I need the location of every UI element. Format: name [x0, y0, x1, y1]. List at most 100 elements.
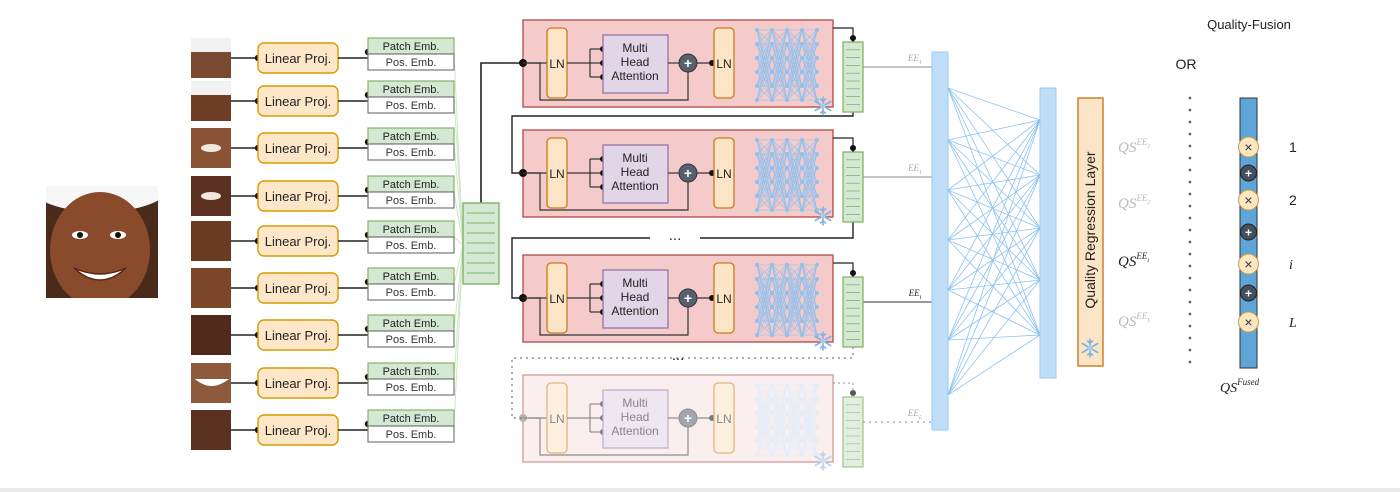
- block-link-line: [511, 341, 854, 419]
- pos-emb-label: Pos. Emb.: [386, 334, 437, 346]
- net-node: [755, 277, 759, 281]
- net-edge: [771, 29, 788, 73]
- net-edge: [756, 139, 773, 169]
- net-edge: [801, 292, 818, 336]
- separator-dot: [1188, 264, 1192, 268]
- net-edge: [801, 139, 818, 155]
- net-node: [785, 319, 789, 323]
- net-node: [800, 333, 804, 337]
- net-node: [785, 152, 789, 156]
- patch-emb-label: Patch Emb.: [383, 84, 440, 96]
- qs-base: QS: [1118, 196, 1137, 212]
- net-edge: [756, 264, 773, 336]
- attention-label: Multi: [622, 41, 647, 55]
- pos-emb-label: Pos. Emb.: [386, 100, 437, 112]
- exit-label-sub: 1: [919, 170, 922, 176]
- net-node: [755, 70, 759, 74]
- qs-sub: 1: [1147, 144, 1150, 150]
- fan-line: [453, 244, 464, 332]
- net-edge: [786, 384, 803, 414]
- net-node: [785, 411, 789, 415]
- linear-proj-label: Linear Proj.: [265, 423, 331, 438]
- net-node: [800, 138, 804, 142]
- net-edge: [771, 278, 788, 336]
- net-node: [815, 194, 819, 198]
- left-pupil: [77, 232, 83, 238]
- net-node: [770, 425, 774, 429]
- net-edge: [801, 29, 818, 59]
- net-edge: [771, 139, 788, 197]
- add-symbol: +: [1245, 287, 1252, 301]
- linear-proj-label: Linear Proj.: [265, 328, 331, 343]
- fc-edge: [947, 289, 1041, 336]
- net-node: [785, 84, 789, 88]
- pos-emb-label: Pos. Emb.: [386, 147, 437, 159]
- net-node: [815, 453, 819, 457]
- fc-edge: [947, 239, 1041, 336]
- net-node: [770, 166, 774, 170]
- net-node: [755, 56, 759, 60]
- net-edge: [801, 320, 818, 336]
- net-node: [755, 305, 759, 309]
- net-edge: [786, 29, 803, 59]
- net-edge: [786, 43, 803, 101]
- net-edge: [756, 29, 773, 45]
- fc-edge: [947, 279, 1041, 396]
- net-node: [815, 333, 819, 337]
- fc-edge: [947, 119, 1041, 396]
- token-sequence: [462, 202, 500, 285]
- net-edge: [771, 264, 788, 308]
- connector-dot: [850, 270, 856, 276]
- pos-emb-label: Pos. Emb.: [386, 240, 437, 252]
- patch-thumbnail: [191, 221, 231, 261]
- net-edge: [801, 29, 818, 45]
- separator-dot: [1188, 252, 1192, 256]
- fc-edge: [947, 174, 1041, 291]
- exit-label-base: EE: [907, 408, 919, 418]
- attention-label: Multi: [622, 276, 647, 290]
- input-face-image: [46, 186, 158, 298]
- net-edge: [786, 384, 803, 456]
- net-node: [815, 152, 819, 156]
- net-node: [800, 180, 804, 184]
- add-symbol: +: [1245, 167, 1252, 181]
- ln-label: LN: [716, 412, 731, 426]
- net-node: [800, 305, 804, 309]
- net-node: [770, 319, 774, 323]
- net-edge: [756, 384, 773, 456]
- exit-token-stack: [842, 276, 864, 348]
- net-edge: [786, 29, 803, 45]
- fan-line: [453, 244, 464, 285]
- fc-edge: [947, 87, 1041, 229]
- net-edge: [801, 264, 818, 322]
- qs-base: QS: [1118, 254, 1137, 270]
- net-edge: [801, 306, 818, 336]
- net-node: [785, 263, 789, 267]
- fc-edge: [947, 189, 1041, 281]
- patch-emb-label: Patch Emb.: [383, 366, 440, 378]
- pos-emb-label: Pos. Emb.: [386, 57, 437, 69]
- net-edge: [801, 167, 818, 211]
- separator-dot: [1188, 348, 1192, 352]
- patch-row: Linear Proj.Patch Emb.Pos. Emb.: [191, 314, 455, 355]
- linear-proj-label: Linear Proj.: [265, 94, 331, 109]
- fc-edge: [947, 119, 1041, 141]
- ln-label: LN: [549, 412, 564, 426]
- pos-emb-box: [367, 330, 455, 348]
- separator-dot: [1188, 228, 1192, 232]
- net-node: [815, 291, 819, 295]
- net-edge: [771, 384, 788, 428]
- net-edge: [771, 57, 788, 101]
- net-edge: [771, 29, 788, 101]
- net-node: [755, 319, 759, 323]
- net-node: [785, 194, 789, 198]
- net-edge: [756, 306, 773, 336]
- exit-label-sub: 1: [919, 60, 922, 66]
- net-node: [770, 194, 774, 198]
- net-node: [770, 383, 774, 387]
- pos-emb-box: [367, 191, 455, 209]
- qs-base: QS: [1118, 140, 1137, 156]
